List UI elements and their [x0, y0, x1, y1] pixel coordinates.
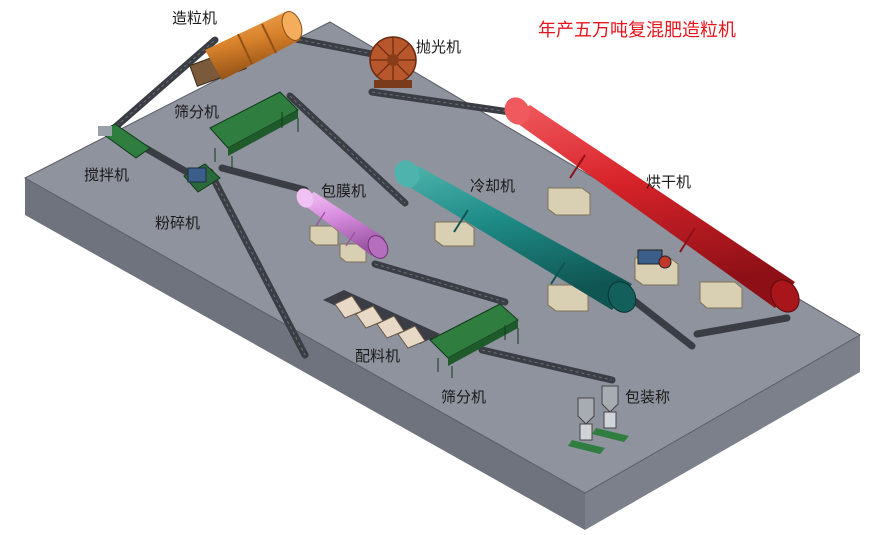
- conveyor-mixer-to-crusher: [136, 141, 196, 179]
- conveyor-dryer-out: [624, 292, 696, 350]
- dryer-machine: [504, 97, 800, 313]
- screener-top-machine: [209, 91, 299, 168]
- crusher-machine: [183, 163, 221, 193]
- cooler-machine: [394, 160, 637, 313]
- label-screener-bottom: 筛分机: [441, 388, 487, 406]
- mixer-machine: [98, 123, 151, 159]
- label-coater: 包膜机: [321, 182, 367, 200]
- label-cooler: 冷却机: [470, 177, 516, 195]
- polisher-machine: [369, 36, 417, 88]
- granulator-machine: [189, 11, 303, 87]
- label-mixer: 搅拌机: [84, 166, 130, 184]
- coater-machine: [296, 188, 389, 259]
- batching-machine: [323, 290, 440, 349]
- screener-bottom-machine: [429, 303, 519, 378]
- conveyor-belt-highlights: [111, 33, 613, 381]
- label-crusher: 粉碎机: [155, 214, 201, 232]
- label-granulator: 造粒机: [172, 9, 218, 27]
- label-dryer: 烘干机: [646, 173, 692, 191]
- platform-side-right: [585, 335, 860, 530]
- packing-scales: [568, 385, 629, 454]
- drum-supports: [309, 187, 743, 312]
- label-batching: 配料机: [355, 347, 401, 365]
- label-screener-top: 筛分机: [174, 103, 220, 121]
- label-packing: 包装称: [625, 388, 671, 406]
- conveyor-dryer-return: [693, 314, 791, 338]
- diagram-title: 年产五万吨复混肥造粒机: [538, 20, 736, 41]
- label-polisher: 抛光机: [416, 38, 462, 56]
- conveyor-screener-to-coater: [218, 164, 309, 194]
